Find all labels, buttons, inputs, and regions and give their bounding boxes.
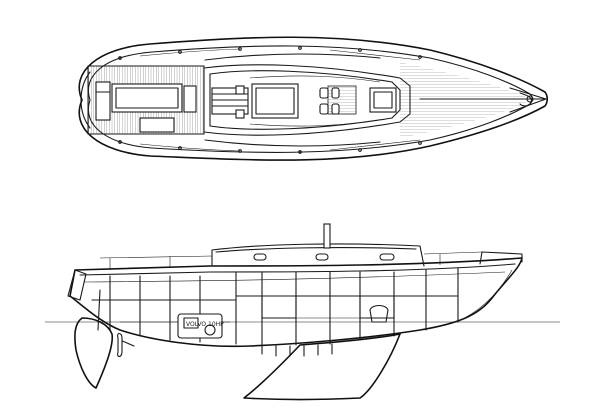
plan-main-hatch (251, 83, 299, 119)
profile-view: VOLVO 10HP (45, 223, 560, 401)
plan-hull-outline (78, 36, 549, 161)
profile-hull (69, 257, 523, 348)
plan-coachroof (203, 64, 411, 136)
profile-propeller (117, 332, 135, 358)
profile-engine: VOLVO 10HP (177, 313, 224, 339)
plan-view (78, 36, 549, 161)
plan-cockpit-well (111, 83, 183, 113)
plan-foredeck (400, 62, 525, 138)
engine-label: VOLVO 10HP (186, 321, 224, 328)
profile-keel (243, 333, 401, 401)
plan-jib-track-bottom (204, 139, 381, 147)
plan-jib-track-top (204, 53, 381, 61)
profile-mast (323, 223, 331, 249)
profile-rudder (74, 317, 114, 389)
profile-coachroof (211, 243, 425, 267)
